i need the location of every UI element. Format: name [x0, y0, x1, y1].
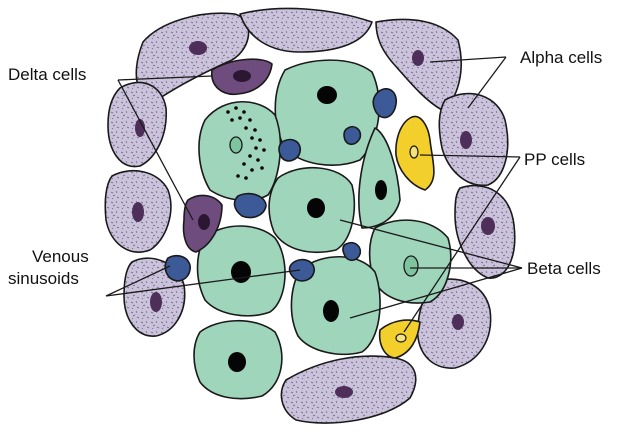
- delta-nucleus: [233, 70, 251, 82]
- sinusoid: [290, 260, 315, 281]
- alpha-nucleus: [481, 217, 495, 235]
- beta-nucleus: [317, 86, 337, 104]
- sinusoid: [373, 89, 396, 118]
- pp-nucleus: [396, 334, 406, 342]
- pp-nucleus: [410, 146, 418, 158]
- beta-nucleus: [307, 198, 325, 218]
- delta-nucleus: [198, 214, 210, 230]
- sinusoid: [344, 127, 360, 145]
- venous-sinusoids-label-line2: sinusoids: [8, 269, 79, 288]
- beta-nucleus: [231, 261, 251, 283]
- alpha-nucleus: [460, 131, 472, 149]
- beta-cells-group: [194, 60, 451, 399]
- delta-cells-label: Delta cells: [8, 65, 86, 84]
- beta-nucleus: [404, 256, 418, 276]
- alpha-nucleus: [150, 292, 162, 312]
- sinusoid: [343, 243, 360, 261]
- alpha-cells-label: Alpha cells: [520, 48, 602, 67]
- beta-nucleus: [323, 300, 339, 322]
- alpha-nucleus: [452, 314, 464, 330]
- alpha-cell: [240, 8, 372, 52]
- beta-cells-label: Beta cells: [527, 259, 601, 278]
- sinusoid: [165, 256, 190, 281]
- alpha-nucleus: [335, 386, 353, 398]
- beta-nucleus: [375, 180, 387, 200]
- alpha-nucleus: [132, 202, 144, 222]
- beta-nucleus: [230, 137, 242, 153]
- beta-nucleus: [228, 352, 246, 372]
- venous-sinusoids-label-line1: Venous: [32, 247, 89, 266]
- alpha-nucleus: [189, 41, 207, 55]
- pp-cells-label: PP cells: [524, 150, 585, 169]
- sinusoid: [279, 140, 300, 161]
- sinusoid: [235, 194, 266, 218]
- alpha-nucleus: [412, 50, 424, 66]
- alpha-cell: [439, 94, 507, 186]
